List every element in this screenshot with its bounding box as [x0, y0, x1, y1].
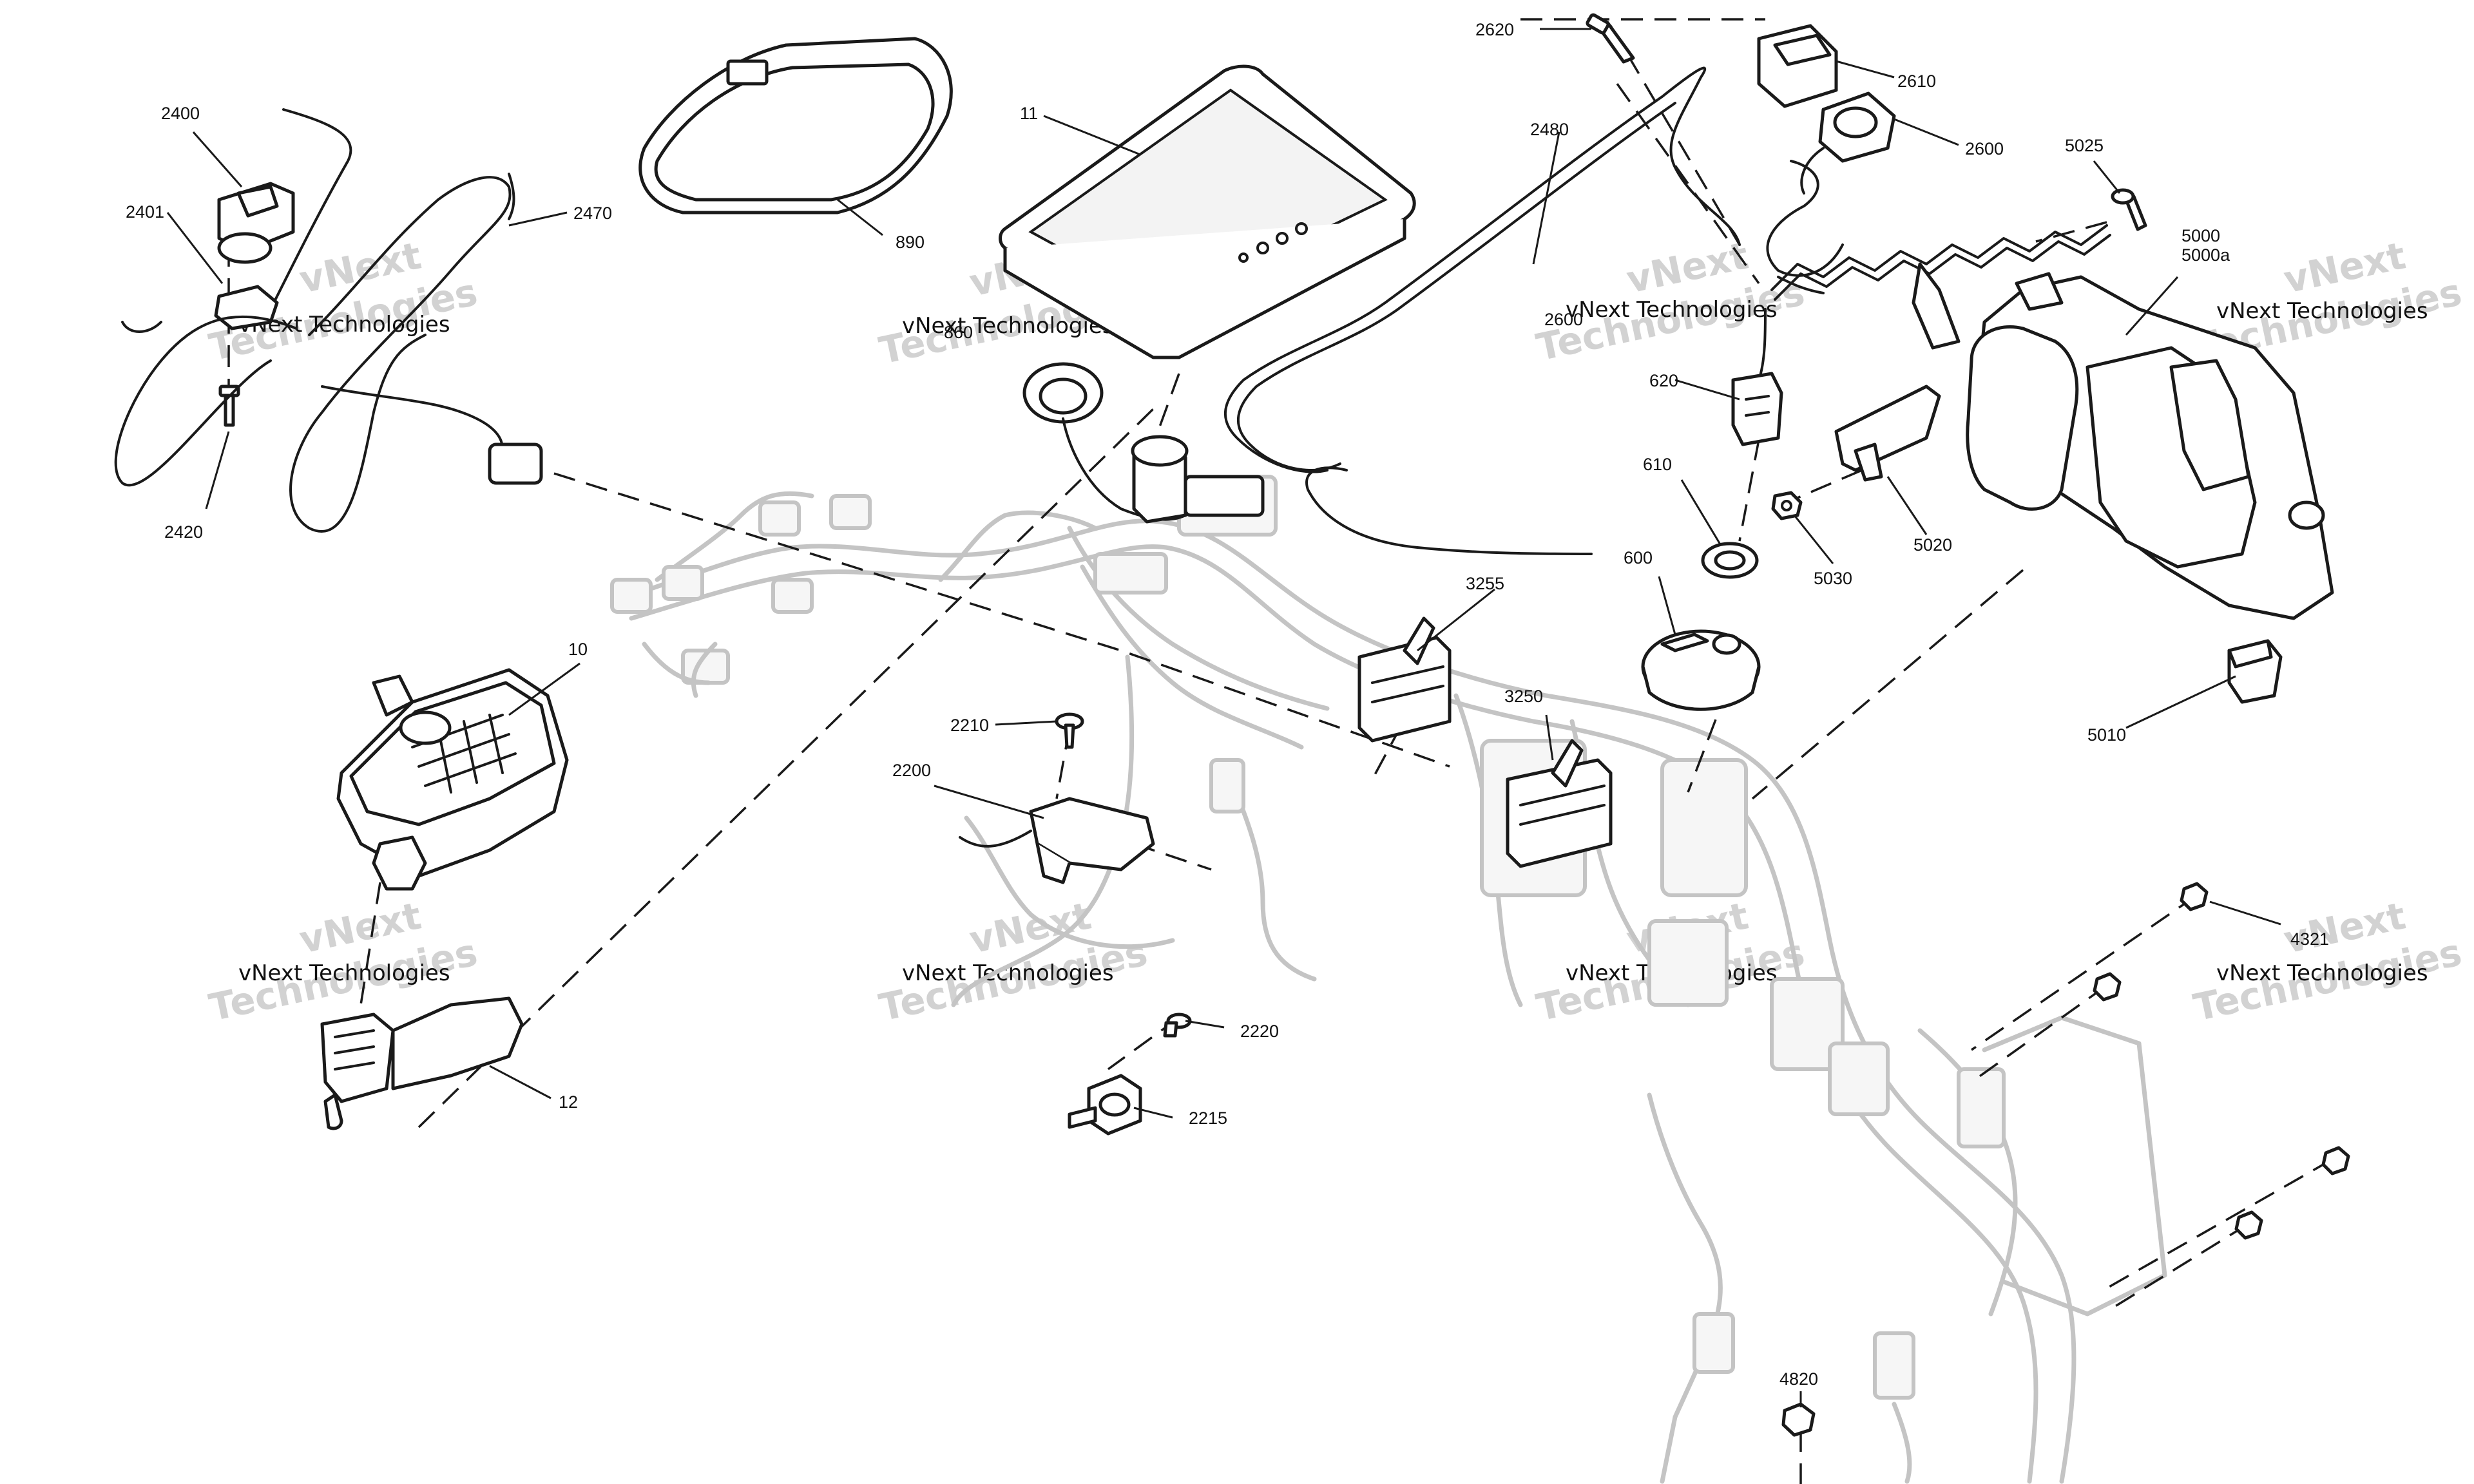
part-3255-switch: [1357, 616, 1452, 743]
callout-10: 10: [568, 640, 588, 659]
callout-2610: 2610: [1897, 71, 1936, 91]
part-2470-harness: [114, 173, 543, 533]
part-2215-sensor: [1068, 1074, 1142, 1136]
callout-600: 600: [1624, 548, 1653, 567]
part-5025-bolt: [2111, 188, 2147, 231]
callout-2200: 2200: [892, 761, 931, 780]
callout-2220: 2220: [1240, 1022, 1279, 1041]
watermark-bottom-right: vNext Technologies vNext Technologies: [2190, 894, 2466, 1030]
part-2480-cable: [1224, 66, 1741, 555]
part-4321-nuts: [2093, 882, 2350, 1240]
callout-5025: 5025: [2065, 136, 2104, 155]
part-10-fuse-box: [336, 668, 569, 891]
callout-5000a: 5000a: [2182, 245, 2230, 265]
callout-2400: 2400: [161, 104, 200, 123]
callout-2600-top: 2600: [1965, 139, 2004, 158]
part-620-connector: [1731, 308, 1783, 446]
assembly-lines: [227, 18, 2333, 1484]
watermark-text: vNext Technologies: [2216, 298, 2428, 324]
callout-3255: 3255: [1466, 574, 1504, 593]
part-5010-cap: [2227, 639, 2283, 704]
callout-2420: 2420: [164, 522, 203, 542]
watermark-text: vNext Technologies: [2216, 960, 2428, 986]
callout-4321: 4321: [2290, 929, 2329, 949]
part-3250-switch: [1506, 739, 1613, 868]
part-2620-screw: [1586, 13, 1635, 64]
part-4820-nut: [1781, 1402, 1816, 1437]
ghost-wiring-harness: [610, 475, 2167, 1484]
part-2210-screw: [1055, 712, 1084, 749]
part-890-case: [638, 37, 953, 214]
callout-610: 610: [1643, 455, 1672, 474]
part-2600-base: [1800, 91, 1896, 195]
callout-4820: 4820: [1779, 1369, 1818, 1389]
part-5030-nut: [1771, 491, 1803, 520]
part-2400-switch: [217, 108, 352, 310]
part-610-grommet: [1701, 542, 1759, 579]
watermark-text: vNext Technologies: [902, 313, 1114, 339]
callout-11: 11: [1020, 104, 1038, 123]
part-5000-ecu: [1966, 272, 2334, 620]
part-2420-screw: [218, 385, 240, 427]
callout-5030: 5030: [1814, 569, 1852, 588]
callout-12: 12: [559, 1092, 578, 1112]
callout-890: 890: [896, 233, 925, 252]
part-2401-bezel: [121, 285, 279, 333]
part-12-connector: [320, 996, 524, 1130]
part-11-display: [999, 64, 1416, 359]
callout-5020: 5020: [1913, 535, 1952, 555]
callout-2401: 2401: [126, 202, 164, 222]
callout-2480: 2480: [1530, 120, 1569, 139]
part-2610-switch: [1757, 24, 1838, 108]
callout-5010: 5010: [2087, 725, 2126, 745]
callout-5000: 5000: [2182, 226, 2220, 245]
part-860-grommet: [1022, 362, 1265, 524]
watermark-text: vNext Technologies: [1566, 297, 1778, 323]
callout-labels: 2400 2401 2470 2420 890 11 860 2620 2610…: [126, 20, 2329, 1389]
part-5020-bracket: [1834, 385, 1941, 482]
callout-2210: 2210: [950, 716, 989, 735]
callout-3250: 3250: [1504, 687, 1543, 706]
callout-2470: 2470: [573, 204, 612, 223]
callout-2215: 2215: [1189, 1108, 1227, 1128]
part-2200-map-sensor: [959, 797, 1155, 884]
callout-2620: 2620: [1475, 20, 1514, 39]
callout-860: 860: [944, 323, 973, 342]
watermark-text: vNext Technologies: [238, 960, 450, 986]
callout-620: 620: [1649, 371, 1678, 390]
part-600-sensor: [1641, 629, 1761, 711]
leader-lines: [166, 28, 2281, 1407]
part-2600-coiled-cord: [1766, 160, 2111, 350]
callout-2600-cord: 2600: [1544, 310, 1583, 329]
part-2220-screw: [1163, 1013, 1192, 1038]
